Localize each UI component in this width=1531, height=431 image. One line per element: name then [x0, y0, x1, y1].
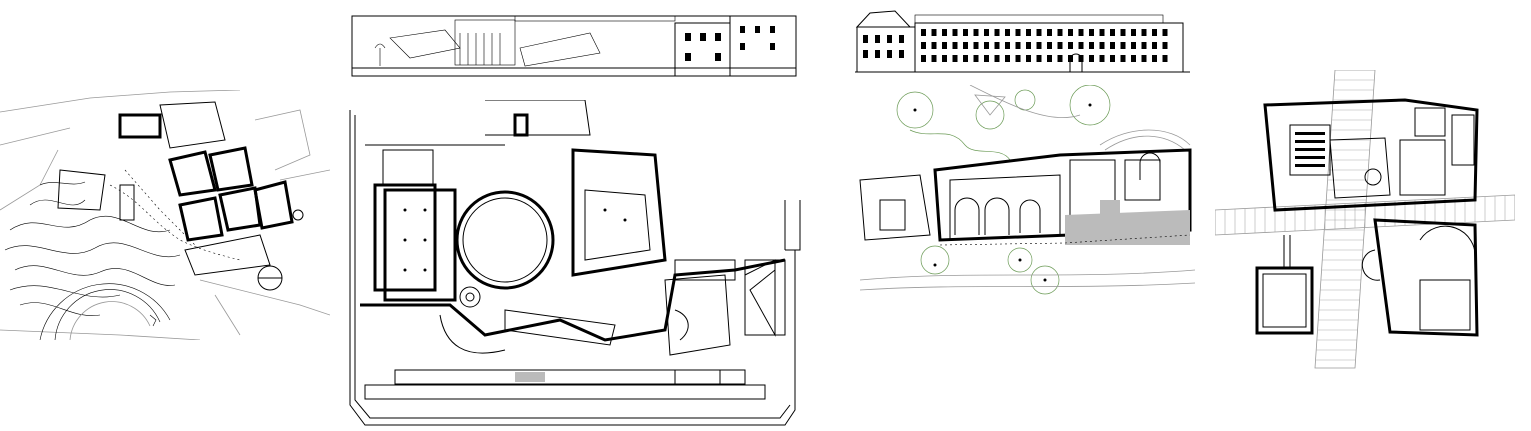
window-mark — [942, 42, 947, 49]
window-mark — [1026, 42, 1031, 49]
floor-plan-2-drawing — [859, 85, 1196, 295]
window-mark — [1047, 55, 1052, 62]
window-mark — [942, 29, 947, 36]
floor-plan-2 — [850, 85, 1200, 300]
window-mark — [1036, 42, 1042, 49]
window-mark — [994, 55, 1000, 62]
window-mark — [1005, 55, 1010, 62]
window-mark — [1068, 29, 1073, 36]
window-mark — [952, 55, 958, 62]
window-mark — [973, 42, 979, 49]
window-mark — [942, 55, 947, 62]
window-mark — [963, 42, 968, 49]
window-mark — [1162, 55, 1168, 62]
window-mark — [1005, 42, 1010, 49]
site-plan-1-drawing — [0, 90, 330, 340]
floor-plan-3-drawing — [1215, 70, 1515, 369]
window-mark — [1015, 42, 1021, 49]
window-mark — [1131, 42, 1136, 49]
window-mark — [984, 55, 989, 62]
window-mark — [921, 42, 926, 49]
window-mark — [1015, 29, 1021, 36]
window-mark — [1131, 55, 1136, 62]
window-mark — [1110, 29, 1115, 36]
window-mark — [1047, 29, 1052, 36]
floor-plan-3 — [1215, 70, 1515, 370]
window-mark — [1110, 55, 1115, 62]
window-mark — [1099, 42, 1105, 49]
window-mark — [994, 29, 1000, 36]
window-mark — [1036, 29, 1042, 36]
window-mark — [1110, 42, 1115, 49]
window-mark — [1152, 42, 1157, 49]
window-mark — [1089, 55, 1094, 62]
window-mark — [931, 29, 937, 36]
window-mark — [1120, 42, 1126, 49]
window-mark — [1141, 29, 1147, 36]
window-mark — [1026, 55, 1031, 62]
window-mark — [1162, 42, 1168, 49]
window-mark — [931, 55, 937, 62]
window-mark — [984, 29, 989, 36]
elevation-1 — [350, 8, 798, 78]
window-mark — [984, 42, 989, 49]
window-mark — [1089, 42, 1094, 49]
window-mark — [1152, 29, 1157, 36]
window-mark — [952, 42, 958, 49]
floor-plan-1-drawing — [349, 100, 801, 426]
window-mark — [1036, 55, 1042, 62]
elevation-2-drawing — [855, 10, 1190, 73]
window-mark — [1068, 42, 1073, 49]
window-mark — [973, 29, 979, 36]
window-mark — [1152, 55, 1157, 62]
window-mark — [1120, 55, 1126, 62]
window-mark — [952, 29, 958, 36]
window-mark — [1005, 29, 1010, 36]
window-mark — [1057, 29, 1063, 36]
window-mark — [1099, 29, 1105, 36]
window-mark — [1078, 42, 1084, 49]
window-mark — [1141, 42, 1147, 49]
window-mark — [1131, 29, 1136, 36]
elevation-2 — [855, 5, 1190, 73]
window-mark — [1047, 42, 1052, 49]
window-mark — [931, 42, 937, 49]
window-mark — [1099, 55, 1105, 62]
window-mark — [973, 55, 979, 62]
window-mark — [1089, 29, 1094, 36]
window-mark — [1141, 55, 1147, 62]
window-mark — [921, 55, 926, 62]
window-mark — [1057, 42, 1063, 49]
window-mark — [963, 29, 968, 36]
site-plan-1 — [0, 90, 330, 340]
elevation-1-drawing — [351, 15, 797, 77]
window-mark — [1026, 29, 1031, 36]
window-mark — [1078, 29, 1084, 36]
window-mark — [921, 29, 926, 36]
window-mark — [1078, 55, 1084, 62]
window-mark — [1162, 29, 1168, 36]
window-mark — [1120, 29, 1126, 36]
window-mark — [994, 42, 1000, 49]
window-mark — [1057, 55, 1063, 62]
window-mark — [963, 55, 968, 62]
floor-plan-1 — [345, 100, 810, 430]
window-mark — [1015, 55, 1021, 62]
